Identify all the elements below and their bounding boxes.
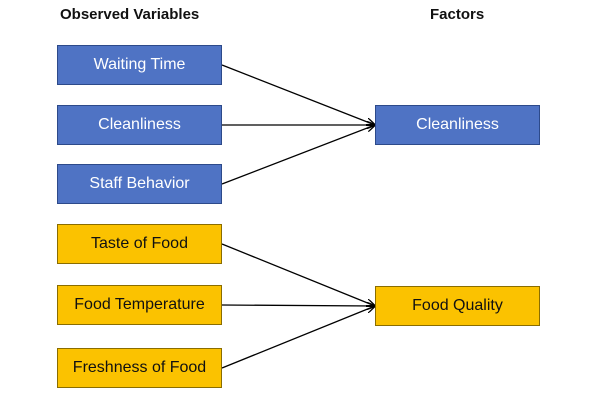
arrow-4	[221, 305, 375, 306]
observed-variable-cleanliness: Cleanliness	[57, 105, 222, 145]
observed-variable-staff-behavior: Staff Behavior	[57, 164, 222, 204]
arrow-0	[221, 64, 375, 125]
arrow-3	[221, 243, 375, 306]
observed-variables-heading: Observed Variables	[60, 6, 200, 23]
factor-cleanliness: Cleanliness	[375, 105, 540, 145]
observed-variable-taste-of-food: Taste of Food	[57, 224, 222, 264]
arrow-5	[221, 306, 375, 369]
observed-variable-waiting-time: Waiting Time	[57, 45, 222, 85]
factors-heading: Factors	[430, 6, 485, 23]
observed-variable-food-temperature: Food Temperature	[57, 285, 222, 325]
observed-variable-freshness-of-food: Freshness of Food	[57, 348, 222, 388]
factor-food-quality: Food Quality	[375, 286, 540, 326]
arrow-2	[221, 125, 375, 185]
